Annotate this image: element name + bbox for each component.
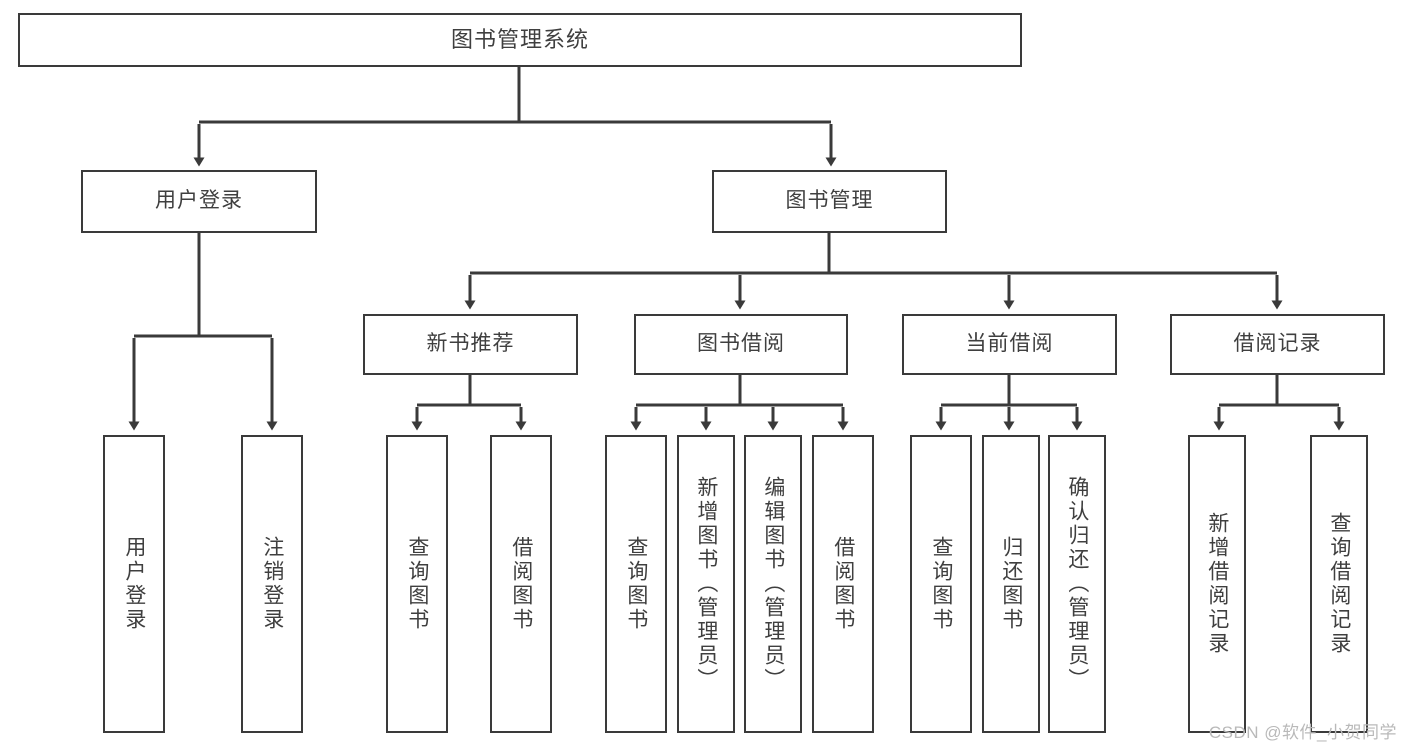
leaf-query-book-3[interactable]: 查询图书 (910, 435, 972, 733)
leaf-query-book-1-label: 查询图书 (405, 536, 429, 632)
node-current-borrow-label: 当前借阅 (965, 332, 1054, 356)
node-book-borrow[interactable]: 图书借阅 (634, 314, 848, 375)
leaf-edit-book[interactable]: 编辑图书（管理员） (744, 435, 802, 733)
leaf-add-record[interactable]: 新增借阅记录 (1188, 435, 1246, 733)
leaf-return-book[interactable]: 归还图书 (982, 435, 1040, 733)
leaf-add-book[interactable]: 新增图书（管理员） (677, 435, 735, 733)
leaf-return-book-label: 归还图书 (999, 536, 1023, 632)
node-borrow-record-label: 借阅记录 (1233, 332, 1322, 356)
node-user-login-label: 用户登录 (155, 189, 243, 213)
node-book-management[interactable]: 图书管理 (712, 170, 947, 233)
leaf-query-book-1[interactable]: 查询图书 (386, 435, 448, 733)
node-book-borrow-label: 图书借阅 (697, 332, 785, 356)
node-current-borrow[interactable]: 当前借阅 (902, 314, 1117, 375)
node-root-label: 图书管理系统 (450, 27, 589, 53)
leaf-confirm-return[interactable]: 确认归还（管理员） (1048, 435, 1106, 733)
node-new-book-recommend-label: 新书推荐 (426, 332, 515, 356)
leaf-borrow-book-1-label: 借阅图书 (509, 536, 533, 632)
leaf-query-record[interactable]: 查询借阅记录 (1310, 435, 1368, 733)
leaf-query-book-2-label: 查询图书 (624, 536, 648, 632)
leaf-query-book-3-label: 查询图书 (929, 536, 953, 632)
node-root[interactable]: 图书管理系统 (18, 13, 1022, 67)
leaf-logout-login-label: 注销登录 (260, 536, 284, 632)
leaf-add-book-label: 新增图书（管理员） (694, 476, 718, 692)
leaf-user-login[interactable]: 用户登录 (103, 435, 165, 733)
leaf-query-book-2[interactable]: 查询图书 (605, 435, 667, 733)
leaf-edit-book-label: 编辑图书（管理员） (761, 476, 785, 692)
node-book-management-label: 图书管理 (785, 189, 874, 213)
leaf-borrow-book-1[interactable]: 借阅图书 (490, 435, 552, 733)
leaf-add-record-label: 新增借阅记录 (1205, 512, 1229, 656)
leaf-query-record-label: 查询借阅记录 (1327, 512, 1351, 656)
node-borrow-record[interactable]: 借阅记录 (1170, 314, 1385, 375)
leaf-borrow-book-2-label: 借阅图书 (831, 536, 855, 632)
leaf-confirm-return-label: 确认归还（管理员） (1065, 476, 1089, 692)
csdn-watermark: CSDN @软件_小贺同学 (1208, 723, 1397, 742)
leaf-borrow-book-2[interactable]: 借阅图书 (812, 435, 874, 733)
leaf-logout-login[interactable]: 注销登录 (241, 435, 303, 733)
node-user-login[interactable]: 用户登录 (81, 170, 317, 233)
leaf-user-login-label: 用户登录 (122, 536, 146, 632)
node-new-book-recommend[interactable]: 新书推荐 (363, 314, 578, 375)
